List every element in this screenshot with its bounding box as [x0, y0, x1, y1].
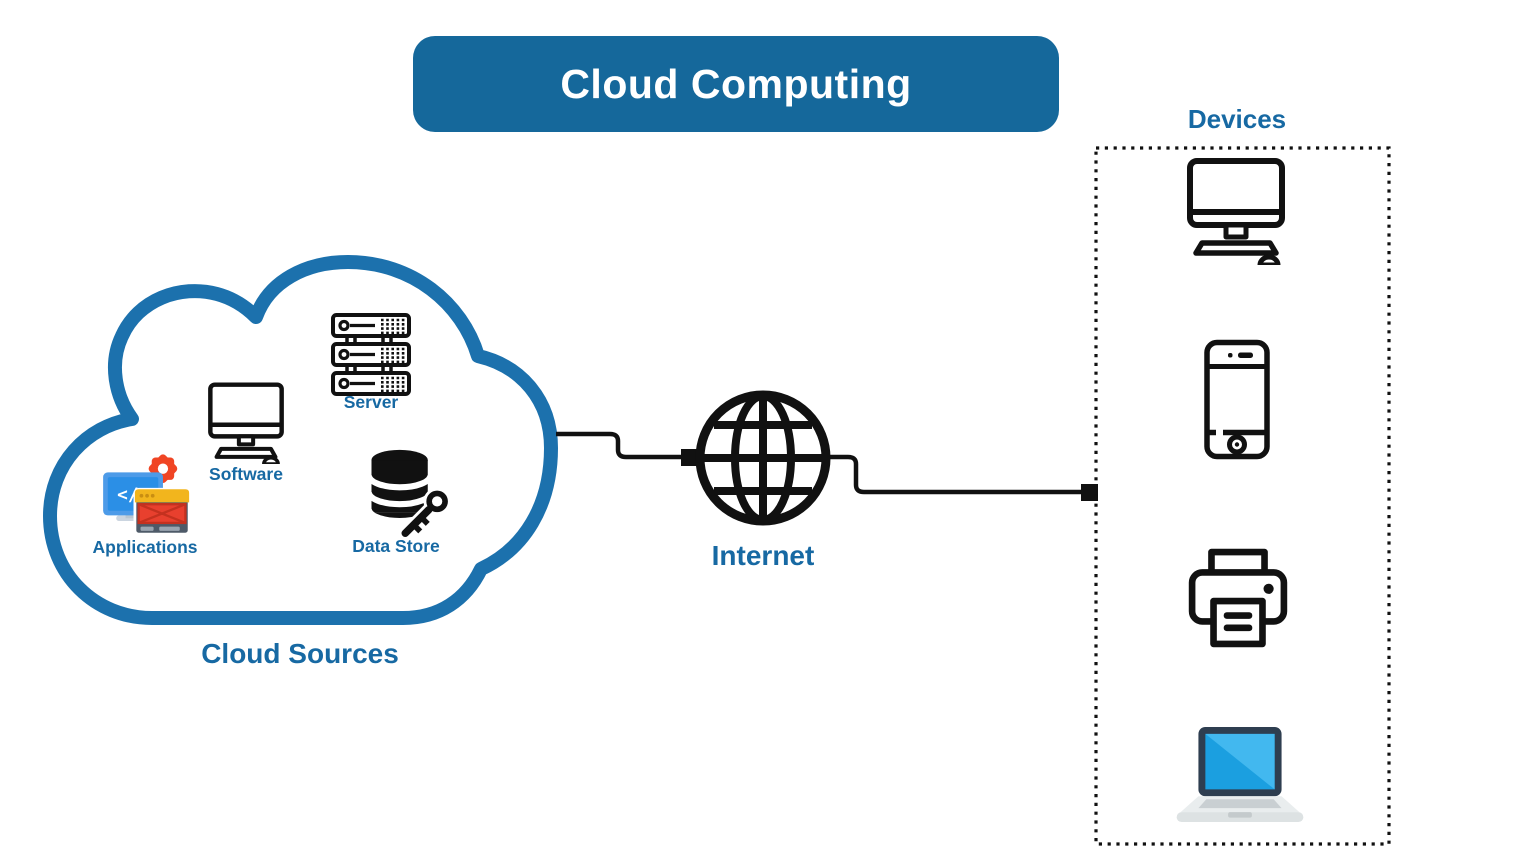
cable-cloud-to-internet: [556, 431, 682, 460]
devices-box: [1094, 146, 1391, 846]
devices-label: Devices: [1187, 104, 1287, 134]
software-label: Software: [209, 464, 283, 484]
data-store-label: Data Store: [352, 536, 440, 556]
applications-label: Applications: [92, 537, 198, 557]
key: [398, 487, 451, 537]
server-rack-icon: [331, 313, 411, 397]
server-label: Server: [343, 392, 399, 412]
cloud-sources-label: Cloud Sources: [201, 638, 399, 669]
title-banner: Cloud Computing: [413, 36, 1059, 132]
page-title: Cloud Computing: [560, 60, 912, 107]
database-key-icon: [364, 447, 454, 537]
connector-square-devices: [1081, 484, 1098, 501]
laptop-icon: [1170, 727, 1310, 824]
globe-icon: [695, 390, 831, 526]
smartphone-icon: [1202, 339, 1272, 460]
cable-internet-to-devices: [826, 454, 1081, 495]
connector-square-internet: [681, 449, 698, 466]
desktop-monitor-icon: [201, 382, 291, 464]
desktop-computer-icon: [1186, 157, 1286, 265]
internet-label: Internet: [711, 540, 815, 571]
printer-icon: [1187, 548, 1289, 650]
browser-window: [133, 487, 191, 536]
applications-icon: </>: [102, 450, 194, 536]
cloud-shape: [43, 255, 558, 625]
